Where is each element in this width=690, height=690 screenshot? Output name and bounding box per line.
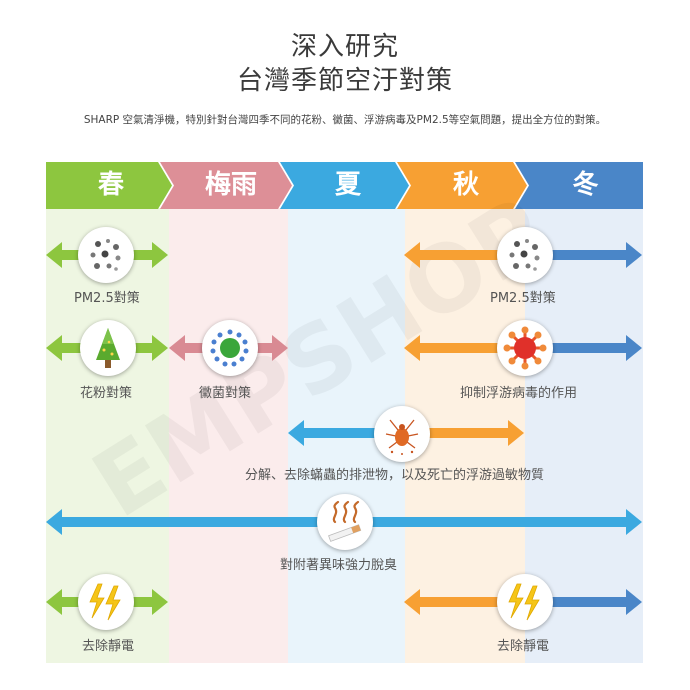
virus-label: 抑制浮游病毒的作用 — [460, 386, 578, 401]
static-left-circle — [78, 574, 134, 630]
pm25-right-circle — [497, 227, 553, 283]
static-right-arrow-orange — [404, 589, 525, 615]
virus-icon — [503, 326, 547, 370]
static-right-arrow-blue — [525, 589, 642, 615]
mite-arrow-orange — [405, 420, 524, 446]
mite-arrow-blue — [288, 420, 405, 446]
odor-label: 對附著異味強力脫臭 — [280, 558, 398, 573]
pm25-left-circle — [78, 227, 134, 283]
pm25-right-arrow-orange — [404, 242, 525, 268]
mold-circle — [202, 320, 258, 376]
season-label-summer: 夏 — [334, 170, 361, 200]
season-chevrons — [46, 162, 643, 209]
pm25-left-label: PM2.5對策 — [74, 291, 140, 306]
lightning-bolt-icon — [89, 583, 121, 621]
pollen-circle — [80, 320, 136, 376]
mold-spore-icon — [210, 329, 249, 367]
season-chevron-spring — [46, 162, 172, 209]
season-header-bar: 春 梅雨 夏 秋 冬 — [46, 162, 643, 209]
season-label-spring: 春 — [97, 170, 124, 200]
dust-mite-icon — [385, 419, 419, 455]
virus-arrow-orange — [404, 335, 525, 361]
pm25-right-label: PM2.5對策 — [490, 291, 556, 306]
page-subtitle: SHARP 空氣清淨機，特別針對台灣四季不同的花粉、黴菌、浮游病毒及PM2.5等… — [83, 114, 607, 126]
rainy-column-bg — [169, 208, 288, 663]
page-title-line2: 台灣季節空汙對策 — [236, 66, 453, 96]
static-right-circle — [497, 574, 553, 630]
lightning-bolt-icon — [508, 583, 540, 621]
season-chevron-rainy — [160, 162, 292, 209]
season-label-winter: 冬 — [572, 170, 599, 200]
mite-circle — [374, 406, 430, 462]
season-label-rainy: 梅雨 — [204, 170, 257, 200]
virus-arrow-blue — [525, 335, 642, 361]
mite-label: 分解、去除蟎蟲的排泄物，以及死亡的浮游過敏物質 — [245, 468, 545, 483]
static-right-label: 去除靜電 — [497, 639, 550, 654]
season-chevron-winter — [515, 162, 643, 209]
pm25-right-arrow-blue — [525, 242, 642, 268]
dust-particles-icon — [509, 239, 540, 271]
season-chevron-autumn — [397, 162, 527, 209]
pollen-label: 花粉對策 — [80, 386, 133, 401]
virus-circle — [497, 320, 553, 376]
season-label-autumn: 秋 — [452, 170, 479, 200]
page-title-line1: 深入研究 — [290, 32, 399, 62]
dust-particles-icon — [90, 239, 121, 271]
pine-tree-icon — [96, 328, 120, 368]
static-left-label: 去除靜電 — [82, 639, 135, 654]
mold-label: 黴菌對策 — [199, 386, 252, 401]
season-chevron-summer — [280, 162, 409, 209]
odor-cigarette-icon — [328, 500, 362, 542]
odor-circle — [317, 494, 373, 550]
